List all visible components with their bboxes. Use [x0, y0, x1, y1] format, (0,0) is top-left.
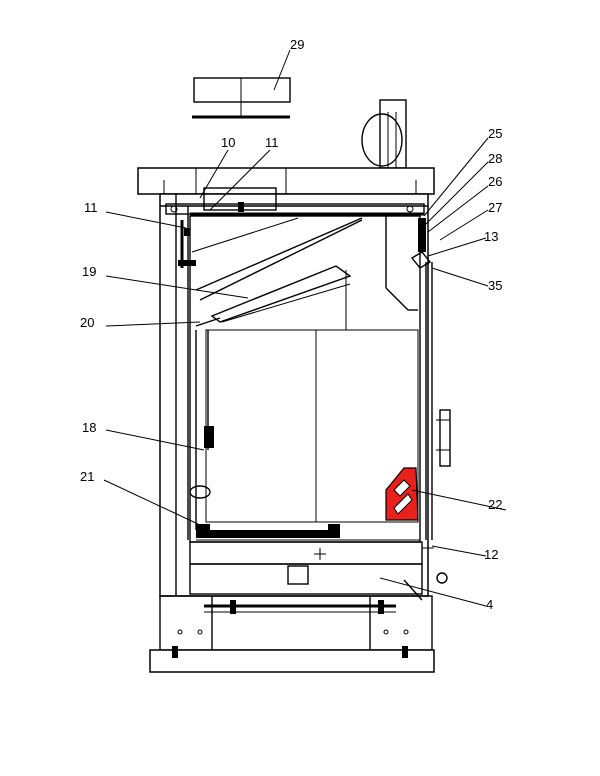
- callout-20: 20: [80, 315, 94, 330]
- base-stand: [149, 595, 435, 673]
- left-side-liner: [178, 220, 214, 530]
- door-handle: [436, 409, 451, 467]
- callout-26: 26: [488, 174, 502, 189]
- firebrick-part: [385, 467, 419, 521]
- baffle-plates: [195, 217, 363, 327]
- grate: [196, 524, 420, 541]
- top-plate-part: [192, 77, 291, 119]
- callout-11-top: 11: [265, 135, 279, 150]
- callout-27: 27: [488, 200, 502, 215]
- ash-pan-section: [189, 541, 448, 601]
- callout-19: 19: [82, 264, 96, 279]
- callout-11-left: 11: [84, 200, 98, 215]
- rear-flue-channel: [385, 216, 433, 540]
- leader-lines: [103, 49, 507, 607]
- callout-4: 4: [486, 597, 493, 612]
- callout-35: 35: [488, 278, 502, 293]
- flue-collar: [190, 187, 424, 216]
- callout-22: 22: [488, 497, 502, 512]
- callout-labels: 29 10 11 11 25 28 26 27 13 35 19 20 18 2…: [80, 37, 502, 612]
- callout-10: 10: [221, 135, 235, 150]
- callout-18: 18: [82, 420, 96, 435]
- callout-28: 28: [488, 151, 502, 166]
- callout-21: 21: [80, 469, 94, 484]
- callout-25: 25: [488, 126, 502, 141]
- callout-13: 13: [484, 229, 498, 244]
- top-cover: [137, 167, 435, 195]
- flue-outlet: [361, 99, 407, 169]
- callout-12: 12: [484, 547, 498, 562]
- callout-29: 29: [290, 37, 304, 52]
